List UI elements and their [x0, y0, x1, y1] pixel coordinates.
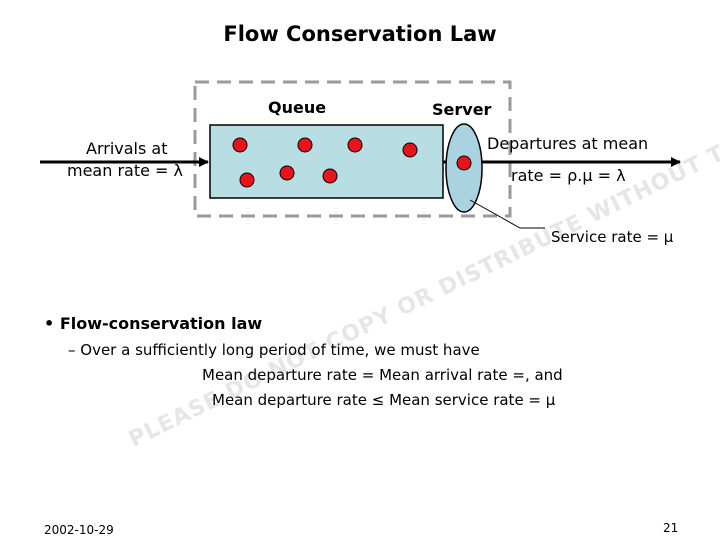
departures-label-line1: Departures at mean: [487, 134, 649, 153]
arrivals-label-line2: mean rate = λ: [67, 161, 184, 180]
service-rate-leader: [469, 199, 545, 229]
slide-title: Flow Conservation Law: [223, 22, 497, 46]
bullet-subline: – Over a sufficiently long period of tim…: [68, 341, 480, 359]
customer-dot: [279, 165, 295, 181]
customer-dot: [232, 137, 248, 153]
arrivals-label-line1: Arrivals at: [86, 139, 168, 158]
customer-dot: [239, 172, 255, 188]
bullet-heading: • Flow-conservation law: [44, 314, 262, 333]
system-boundary: [193, 80, 512, 218]
equation-line-2: Mean departure rate ≤ Mean service rate …: [212, 391, 556, 409]
equation-line-1: Mean departure rate = Mean arrival rate …: [202, 366, 563, 384]
bullet-heading-text: Flow-conservation law: [59, 314, 263, 333]
service-rate-label: Service rate = μ: [551, 228, 674, 246]
customer-dot: [322, 168, 338, 184]
server-label: Server: [432, 100, 492, 119]
page-number: 21: [663, 521, 679, 535]
queue-label: Queue: [268, 98, 327, 117]
customer-dot: [347, 137, 363, 153]
customer-dot: [402, 142, 418, 158]
footer-date: 2002-10-29: [44, 523, 114, 537]
customer-dot: [297, 137, 313, 153]
departures-label-line2: rate = ρ.μ = λ: [511, 166, 626, 185]
bullet-marker: •: [44, 314, 55, 333]
customer-in-service: [456, 155, 472, 171]
